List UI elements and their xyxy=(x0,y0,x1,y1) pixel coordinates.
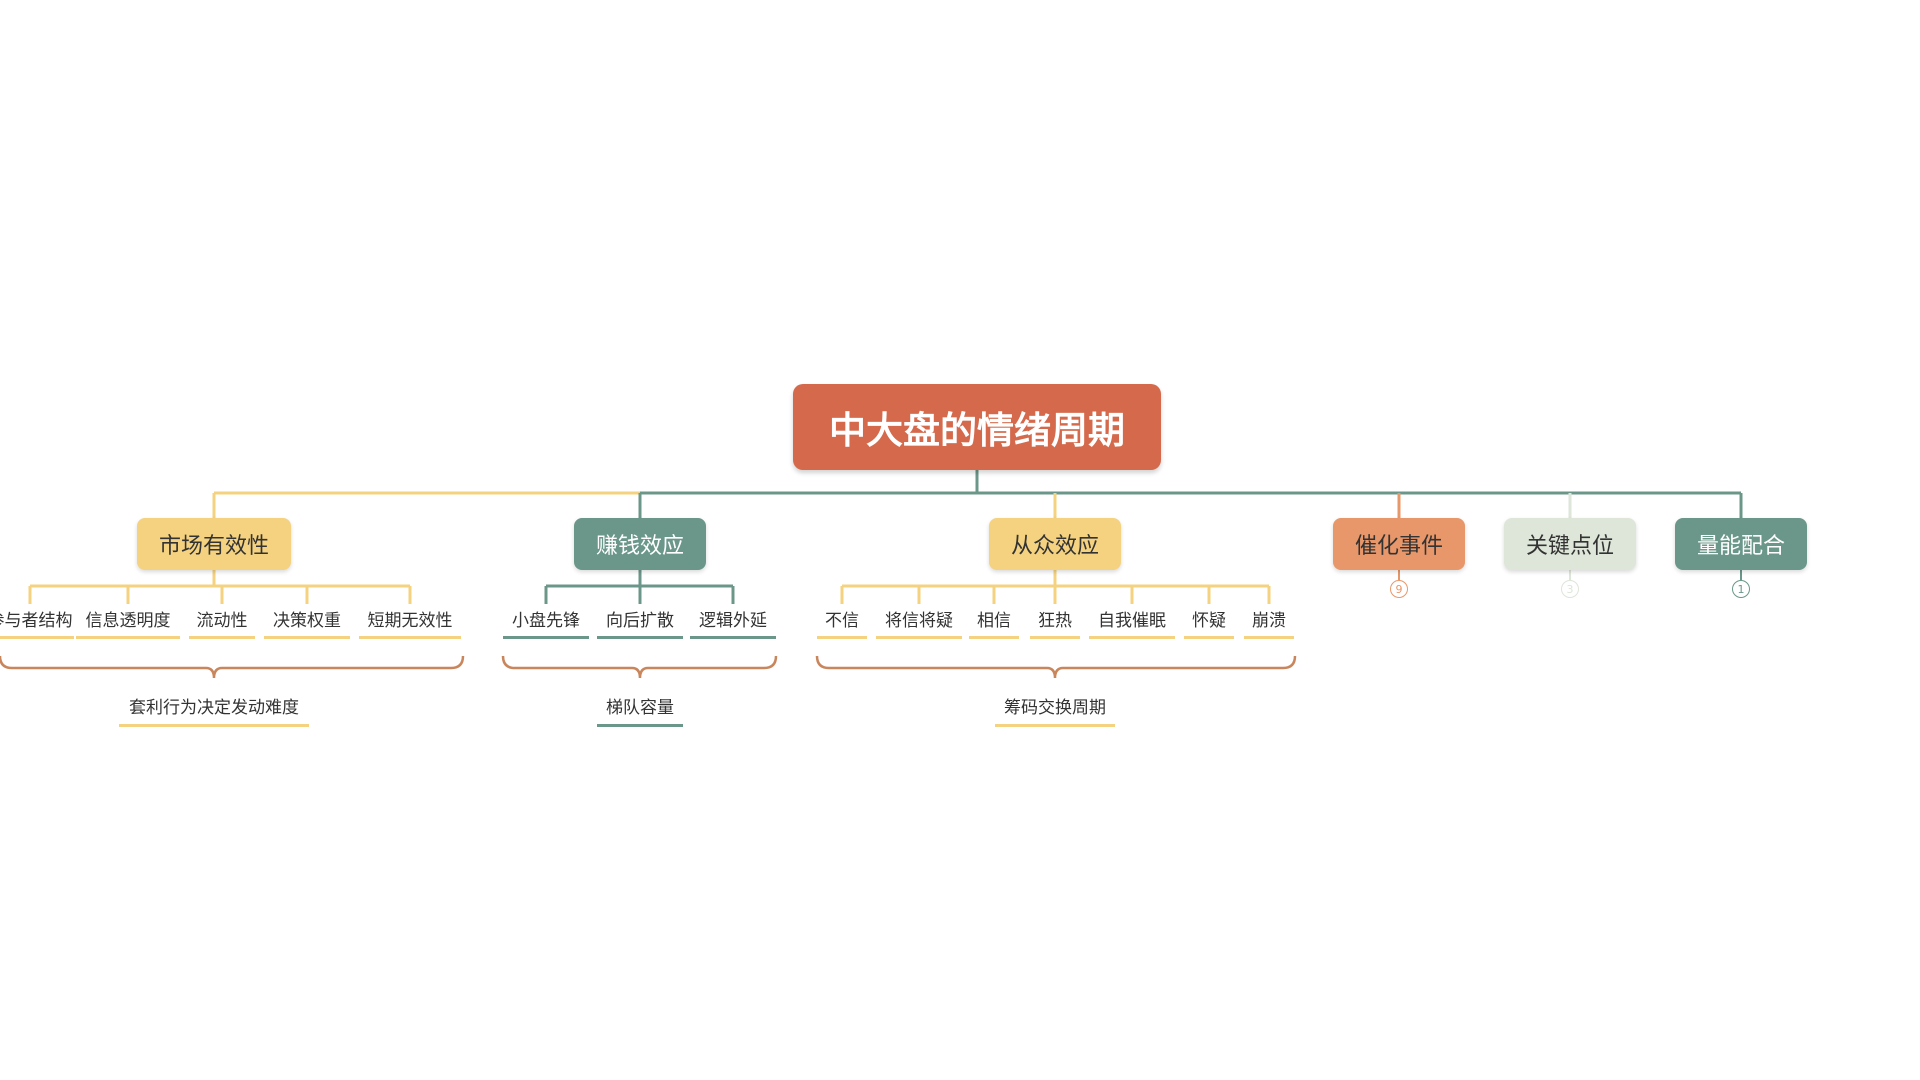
subtopic-item[interactable]: 相信 xyxy=(969,601,1019,639)
branch-market-efficiency[interactable]: 市场有效性 xyxy=(137,518,291,570)
subtopic-item[interactable]: 自我催眠 xyxy=(1089,601,1175,639)
subtopic-item[interactable]: 崩溃 xyxy=(1244,601,1294,639)
subtopic-item[interactable]: 参与者结构 xyxy=(0,601,74,639)
summary-label[interactable]: 梯队容量 xyxy=(597,687,683,727)
branch-money-effect[interactable]: 赚钱效应 xyxy=(574,518,706,570)
root-topic[interactable]: 中大盘的情绪周期 xyxy=(793,384,1161,470)
subtopic-item[interactable]: 怀疑 xyxy=(1184,601,1234,639)
subtopic-item[interactable]: 不信 xyxy=(817,601,867,639)
branch-volume-match[interactable]: 量能配合 xyxy=(1675,518,1807,570)
subtopic-item[interactable]: 流动性 xyxy=(189,601,255,639)
summary-brace xyxy=(0,655,465,679)
subtopic-item[interactable]: 决策权重 xyxy=(264,601,350,639)
subtopic-item[interactable]: 信息透明度 xyxy=(76,601,180,639)
subtopic-item[interactable]: 狂热 xyxy=(1030,601,1080,639)
subtopic-item[interactable]: 小盘先锋 xyxy=(503,601,589,639)
summary-label[interactable]: 套利行为决定发动难度 xyxy=(119,687,309,727)
branch-herd-effect[interactable]: 从众效应 xyxy=(989,518,1121,570)
summary-brace xyxy=(501,655,778,679)
subtopic-item[interactable]: 将信将疑 xyxy=(876,601,962,639)
collapsed-count-badge[interactable]: 1 xyxy=(1732,580,1750,598)
subtopic-item[interactable]: 短期无效性 xyxy=(359,601,461,639)
branch-key-levels[interactable]: 关键点位 xyxy=(1504,518,1636,570)
summary-brace xyxy=(815,655,1297,679)
collapsed-count-badge[interactable]: 9 xyxy=(1390,580,1408,598)
collapsed-count-badge[interactable]: 3 xyxy=(1561,580,1579,598)
subtopic-item[interactable]: 逻辑外延 xyxy=(690,601,776,639)
summary-label[interactable]: 筹码交换周期 xyxy=(995,687,1115,727)
branch-catalyst-events[interactable]: 催化事件 xyxy=(1333,518,1465,570)
subtopic-item[interactable]: 向后扩散 xyxy=(597,601,683,639)
